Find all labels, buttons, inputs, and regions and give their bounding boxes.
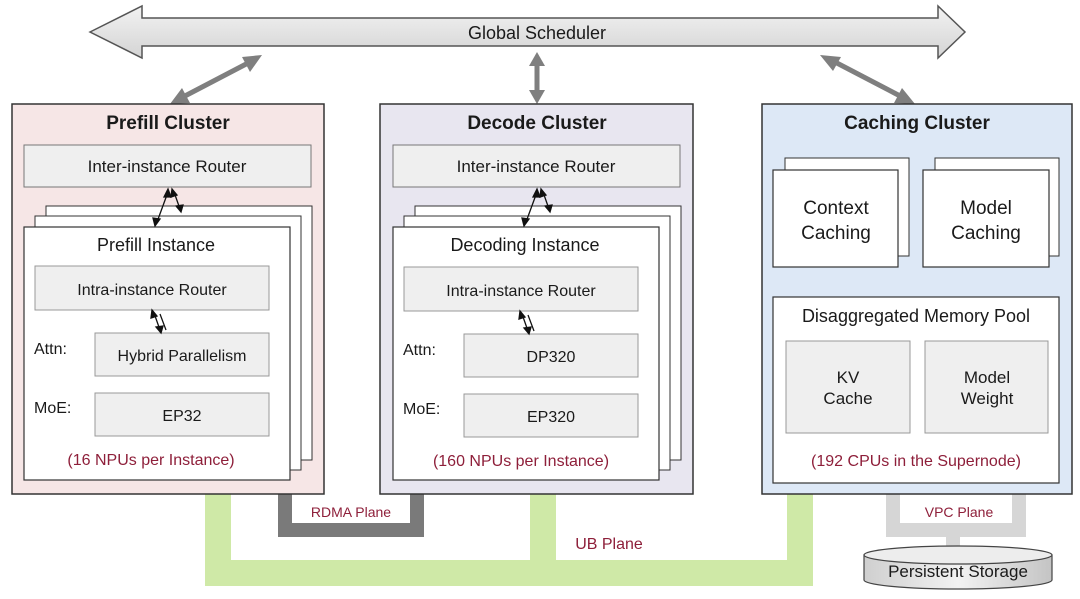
vpc-plane-label: VPC Plane (925, 504, 994, 520)
context-caching-box (772, 169, 899, 268)
global-scheduler-label: Global Scheduler (468, 23, 606, 43)
ub-plane (205, 490, 813, 586)
kv-cache-line1: KV (837, 368, 860, 387)
prefill-attn-box (94, 332, 270, 377)
model-caching-line1: Model (960, 198, 1012, 219)
prefill-npus-note: (16 NPUs per Instance) (67, 452, 234, 469)
decode-instance-title: Decoding Instance (450, 235, 599, 255)
model-weight-line1: Model (964, 368, 1010, 387)
prefill-moe-value: EP32 (162, 408, 201, 425)
decode-npus-note: (160 NPUs per Instance) (433, 453, 609, 470)
scheduler-connector-arrows (170, 52, 915, 104)
prefill-attn-value: Hybrid Parallelism (118, 348, 247, 365)
persistent-storage: Persistent Storage (863, 545, 1053, 590)
caching-cluster-title: Caching Cluster (844, 113, 990, 134)
decode-inter-router (392, 144, 681, 188)
decode-attn-label: Attn: (403, 342, 436, 359)
prefill-inter-router (23, 144, 312, 188)
decode-intra-router-label: Intra-instance Router (446, 283, 596, 300)
decode-moe-value: EP320 (527, 409, 575, 426)
kv-cache-box (785, 340, 911, 434)
prefill-moe-box (94, 392, 270, 437)
decode-attn-value: DP320 (527, 349, 576, 366)
prefill-cluster-title: Prefill Cluster (106, 113, 230, 134)
global-scheduler-bar: Global Scheduler (88, 4, 967, 60)
rdma-plane-label: RDMA Plane (311, 504, 391, 520)
rdma-plane (278, 490, 424, 537)
model-caching-box (922, 169, 1050, 268)
decode-cluster-title: Decode Cluster (467, 113, 607, 134)
decode-attn-box (463, 333, 639, 378)
vpc-plane (886, 490, 1026, 552)
context-caching-line1: Context (803, 198, 869, 219)
kv-cache-line2: Cache (823, 389, 872, 408)
decode-moe-box (463, 393, 639, 438)
decode-intra-router (403, 266, 639, 312)
prefill-intra-router (34, 265, 270, 311)
prefill-inter-router-label: Inter-instance Router (88, 157, 247, 176)
caching-cluster: Caching Cluster Context Caching Model Ca… (761, 103, 1073, 495)
prefill-cluster: Prefill Cluster Inter-instance Router Pr… (11, 103, 325, 495)
prefill-router-arrows (150, 187, 184, 335)
model-weight-line2: Weight (961, 389, 1014, 408)
decode-cluster: Decode Cluster Inter-instance Router Dec… (379, 103, 694, 495)
prefill-intra-router-label: Intra-instance Router (77, 282, 227, 299)
memory-pool-title: Disaggregated Memory Pool (802, 306, 1030, 326)
decode-moe-label: MoE: (403, 401, 440, 418)
prefill-attn-label: Attn: (34, 341, 67, 358)
prefill-instance-title: Prefill Instance (97, 235, 215, 255)
decode-router-arrows (518, 187, 553, 336)
prefill-moe-label: MoE: (34, 400, 71, 417)
persistent-storage-label: Persistent Storage (888, 562, 1028, 581)
decode-inter-router-label: Inter-instance Router (457, 157, 616, 176)
caching-cpus-note: (192 CPUs in the Supernode) (811, 453, 1021, 470)
context-caching-line2: Caching (801, 223, 871, 244)
model-weight-box (924, 340, 1049, 434)
ub-plane-label: UB Plane (575, 536, 643, 553)
model-caching-line2: Caching (951, 223, 1021, 244)
